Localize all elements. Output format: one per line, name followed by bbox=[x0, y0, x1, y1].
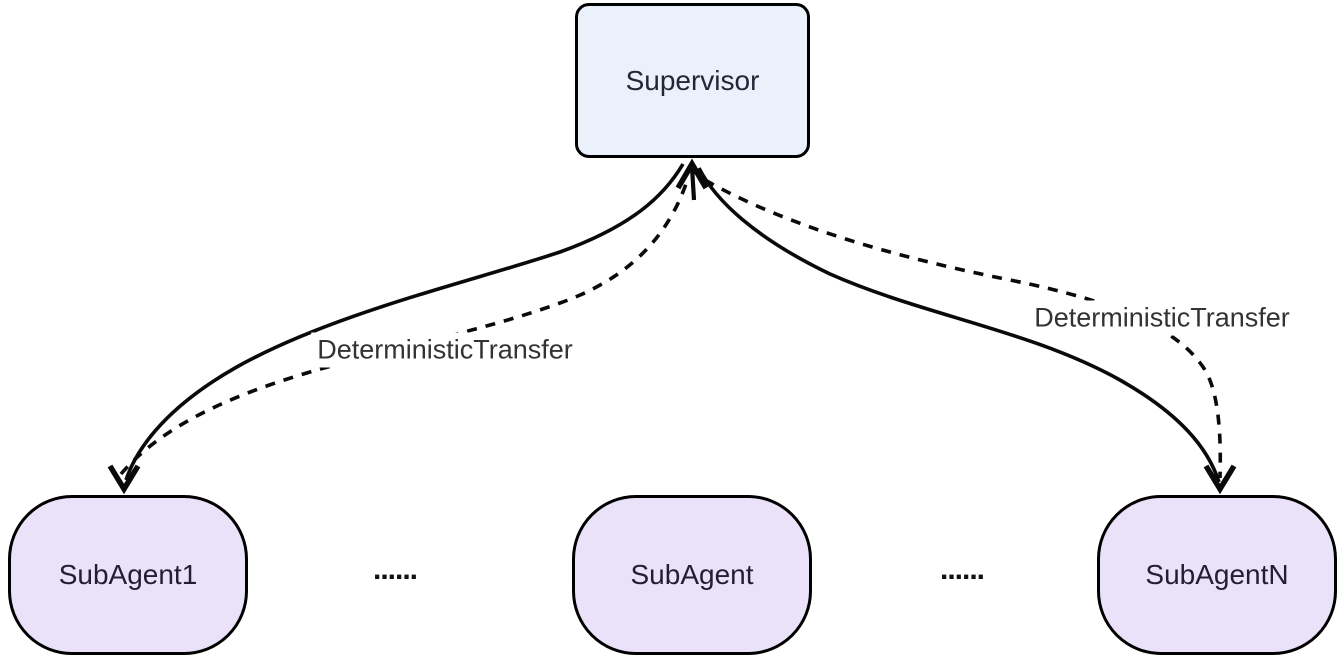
node-subagent-label: SubAgent bbox=[630, 559, 754, 590]
edge-subagent1-to-supervisor-dashed bbox=[119, 177, 690, 476]
node-subagentN-label: SubAgentN bbox=[1145, 559, 1289, 590]
arrow-stem-supervisor bbox=[689, 166, 697, 201]
edge-supervisor-to-subagent1 bbox=[124, 163, 685, 481]
arrowhead-down-subagent1-icon bbox=[107, 464, 141, 495]
arrowhead-down-subagentN-icon bbox=[1203, 464, 1237, 495]
node-supervisor: Supervisor bbox=[575, 3, 810, 158]
node-subagent1: SubAgent1 bbox=[8, 495, 248, 655]
edge-label-deterministic-transfer-left: DeterministicTransfer bbox=[311, 332, 579, 368]
node-subagent1-label: SubAgent1 bbox=[58, 559, 198, 590]
edge-subagentN-to-supervisor-dashed bbox=[704, 178, 1223, 479]
ellipsis-left: ...... bbox=[372, 553, 418, 586]
node-subagent: SubAgent bbox=[572, 495, 812, 655]
node-subagentN: SubAgentN bbox=[1097, 495, 1337, 655]
node-supervisor-label: Supervisor bbox=[625, 64, 760, 96]
arrowhead-up-supervisor-icon bbox=[675, 158, 709, 190]
edge-supervisor-to-subagentN bbox=[697, 167, 1221, 483]
ellipsis-right: ...... bbox=[939, 553, 985, 586]
edge-label-deterministic-transfer-right: DeterministicTransfer bbox=[1028, 300, 1296, 336]
